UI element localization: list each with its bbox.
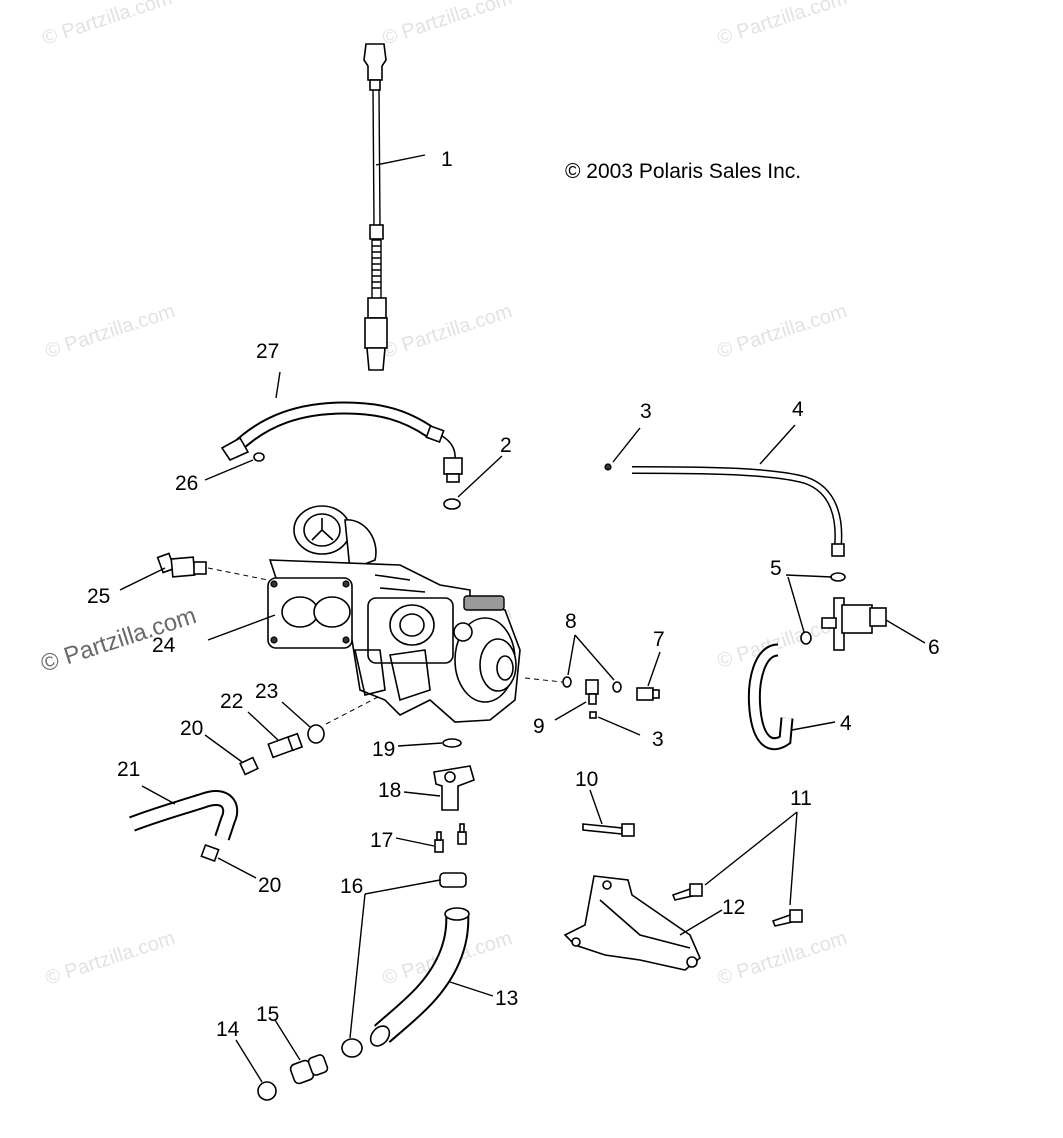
- callout-26: 26: [175, 472, 198, 495]
- part-21-hose: [129, 785, 239, 841]
- part-3-nut: [589, 711, 597, 719]
- callout-17: 17: [370, 829, 393, 852]
- part-20-clamp: [200, 843, 220, 863]
- callout-5: 5: [770, 557, 782, 580]
- callout-19: 19: [372, 738, 395, 761]
- watermark: © Partzilla.com: [715, 300, 850, 363]
- part-3-fitting: [604, 463, 612, 471]
- part-10-bolt: [582, 789, 635, 837]
- turbocharger-assembly: [267, 505, 521, 723]
- watermark: © Partzilla.com: [380, 300, 515, 363]
- watermark: © Partzilla.com: [43, 300, 178, 363]
- part-18-adapter: [403, 765, 475, 811]
- watermark: © Partzilla.com: [43, 927, 178, 990]
- part-15-fitting: [274, 1019, 329, 1085]
- callout-4: 4: [792, 398, 804, 421]
- part-5-washer: [830, 572, 846, 582]
- part-24-leader: [207, 614, 276, 641]
- part-8-oring: [612, 681, 622, 693]
- part-26-washer: [253, 452, 265, 462]
- part-27-hose: [220, 371, 463, 483]
- part-19-oring: [442, 738, 462, 748]
- watermark: © Partzilla.com: [715, 927, 850, 990]
- part-16-coupler: [341, 1038, 363, 1058]
- callout-20-lower: 20: [258, 874, 281, 897]
- callout-27: 27: [256, 340, 279, 363]
- part-22-fitting: [247, 711, 304, 759]
- callout-3: 3: [640, 400, 652, 423]
- part-25-sensor: [119, 552, 269, 591]
- callout-14: 14: [216, 1018, 240, 1041]
- part-20-clamp: [239, 756, 259, 776]
- callout-7: 7: [653, 628, 665, 651]
- callout-2: 2: [500, 434, 512, 457]
- callout-13: 13: [495, 987, 518, 1010]
- part-4-lower-hose: [747, 643, 836, 751]
- part-11-bolts: [671, 811, 803, 927]
- part-23-oring: [307, 724, 325, 744]
- callout-6: 6: [928, 636, 940, 659]
- part-2-washer: [443, 498, 461, 510]
- part-16-coupler: [439, 872, 467, 888]
- callout-labels: 1 27 26 2 3 4 5 6 4 25 24 8 7 9 3 22 23 …: [87, 148, 940, 1041]
- callout-15: 15: [256, 1003, 279, 1026]
- part-7-bolt: [636, 651, 661, 701]
- callout-22: 22: [220, 690, 243, 713]
- part-6-valve: [821, 597, 926, 651]
- part-13-hose: [369, 907, 494, 1047]
- callout-16: 16: [340, 875, 363, 898]
- callout-24: 24: [152, 634, 176, 657]
- part-1-sensor-cable: [363, 43, 426, 371]
- callout-12: 12: [722, 896, 745, 919]
- part-12-bracket: [563, 875, 723, 971]
- callout-10: 10: [575, 768, 598, 791]
- part-17-bolts: [395, 823, 467, 853]
- watermark: © Partzilla.com: [40, 0, 175, 50]
- part-5-washer: [800, 631, 812, 645]
- callout-1: 1: [441, 148, 453, 171]
- callout-4-lower: 4: [840, 712, 852, 735]
- watermark: © Partzilla.com: [715, 0, 850, 50]
- callout-9: 9: [533, 715, 545, 738]
- callout-23: 23: [255, 680, 278, 703]
- watermark: © Partzilla.com: [380, 0, 515, 50]
- part-8-oring: [562, 676, 572, 688]
- callout-18: 18: [378, 779, 401, 802]
- part-9-banjo-bolt: [554, 679, 599, 721]
- callout-11: 11: [790, 787, 812, 810]
- callout-25: 25: [87, 585, 110, 608]
- part-14-oring: [257, 1081, 277, 1101]
- callout-3-lower: 3: [652, 728, 664, 751]
- callout-20: 20: [180, 717, 203, 740]
- copyright-text: © 2003 Polaris Sales Inc.: [565, 160, 801, 183]
- part-4-upper-hose: [631, 424, 845, 557]
- callout-8: 8: [565, 610, 577, 633]
- callout-21: 21: [117, 758, 140, 781]
